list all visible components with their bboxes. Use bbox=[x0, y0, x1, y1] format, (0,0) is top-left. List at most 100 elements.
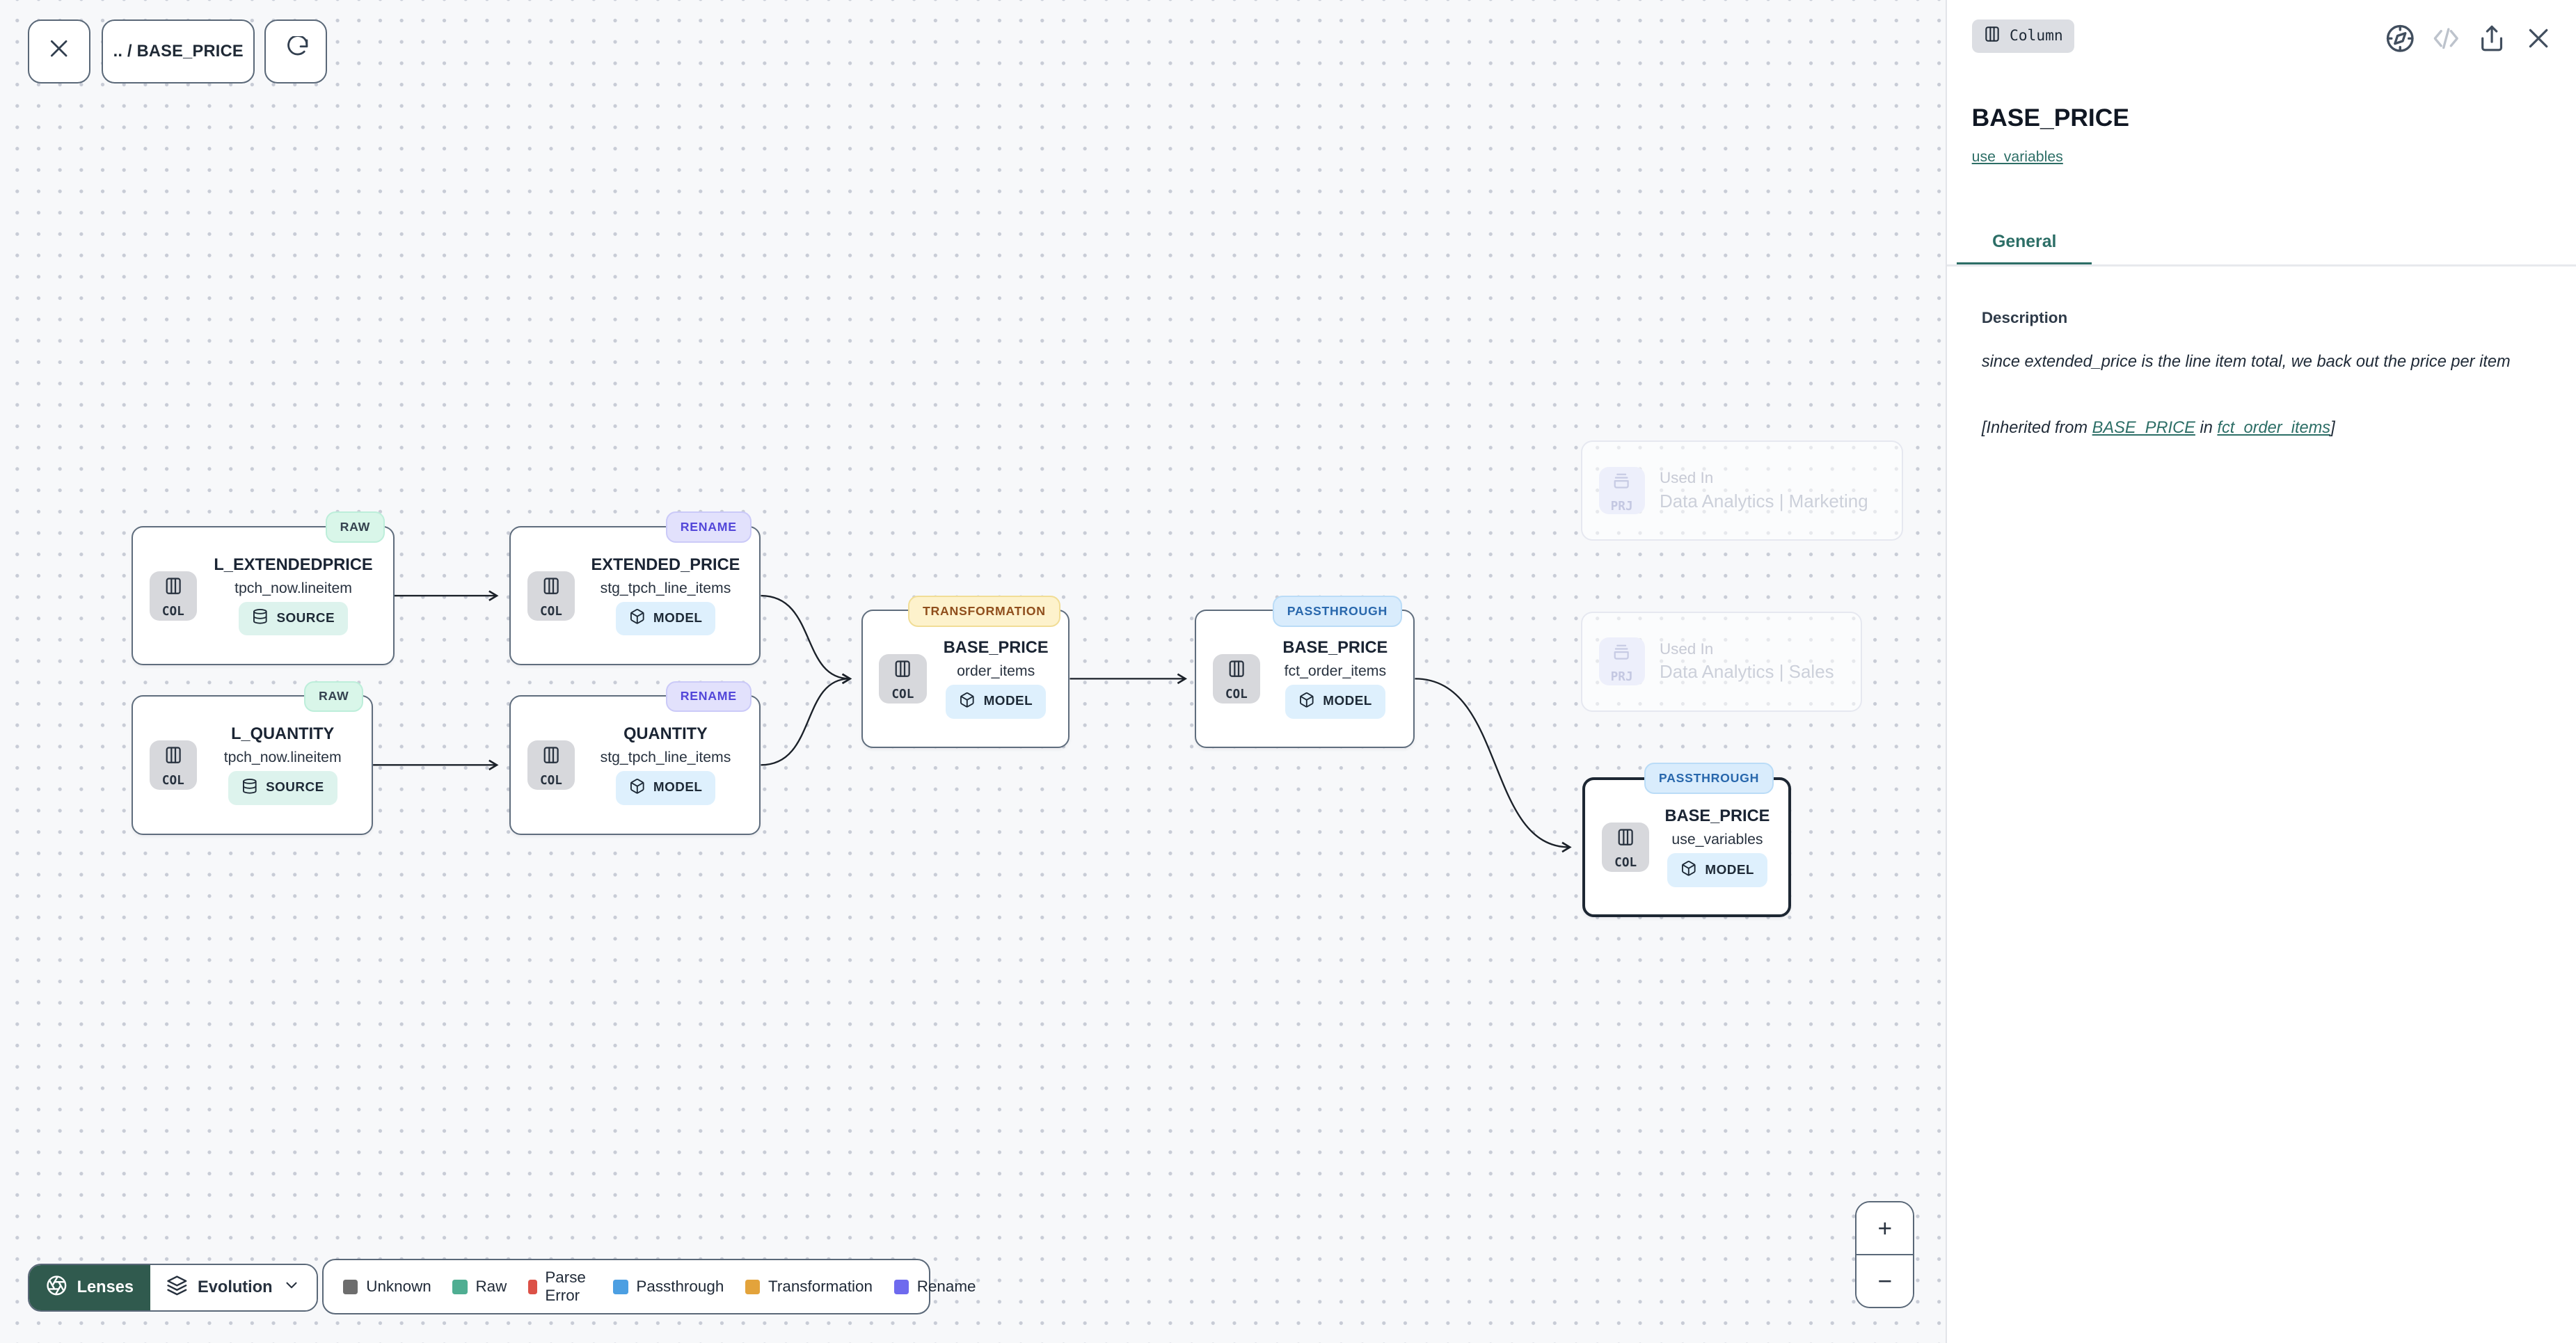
ghost-node-used-in-sales[interactable]: PRJ Used In Data Analytics | Sales bbox=[1580, 611, 1862, 712]
lenses-button[interactable]: Lenses bbox=[29, 1265, 150, 1310]
node-subtitle: tpch_now.lineitem bbox=[223, 749, 342, 766]
type-label: MODEL bbox=[653, 780, 703, 795]
lenses-control: Lenses Evolution bbox=[28, 1264, 319, 1312]
node-title: L_EXTENDEDPRICE bbox=[214, 555, 373, 574]
columns-icon bbox=[541, 742, 561, 772]
type-label: MODEL bbox=[653, 611, 703, 626]
type-badge: MODEL bbox=[615, 771, 716, 805]
tab-general[interactable]: General bbox=[1992, 232, 2057, 252]
refresh-button[interactable] bbox=[264, 19, 327, 84]
model-link[interactable]: use_variables bbox=[1971, 148, 2063, 165]
legend-swatch bbox=[452, 1279, 468, 1294]
column-chip: COL bbox=[527, 571, 575, 621]
status-badge: PASSTHROUGH bbox=[1272, 595, 1402, 627]
node-title: QUANTITY bbox=[623, 725, 708, 744]
legend-label: Rename bbox=[916, 1278, 976, 1296]
columns-icon bbox=[1983, 25, 2001, 47]
description-heading: Description bbox=[1981, 308, 2068, 326]
node-l-quantity[interactable]: RAW COL L_QUANTITY tpch_now.lineitem SOU… bbox=[131, 681, 374, 835]
compass-icon[interactable] bbox=[2385, 23, 2416, 54]
chip-label: COL bbox=[539, 774, 562, 788]
type-badge: MODEL bbox=[615, 601, 716, 636]
node-title: BASE_PRICE bbox=[943, 639, 1049, 658]
cube-icon bbox=[629, 778, 646, 799]
description-body: since extended_price is the line item to… bbox=[1981, 352, 2511, 371]
cube-icon bbox=[959, 692, 976, 713]
panel-tabs: General bbox=[1947, 220, 2576, 267]
status-badge: PASSTHROUGH bbox=[1644, 763, 1774, 795]
node-title: BASE_PRICE bbox=[1282, 639, 1388, 658]
chip-label: PRJ bbox=[1610, 499, 1633, 514]
lineage-canvas[interactable]: .. / BASE_PRICE RAW COL L_EXTENDEDPRICE … bbox=[0, 0, 1946, 1343]
lens-selected-label: Evolution bbox=[198, 1278, 273, 1296]
legend-swatch bbox=[745, 1279, 761, 1294]
legend-item: Rename bbox=[893, 1278, 976, 1296]
legend-item: Transformation bbox=[745, 1278, 873, 1296]
node-l-extendedprice[interactable]: RAW COL L_EXTENDEDPRICE tpch_now.lineite… bbox=[131, 511, 395, 666]
chip-label: COL bbox=[1225, 688, 1248, 702]
columns-icon bbox=[1616, 825, 1635, 855]
panel-title: BASE_PRICE bbox=[1971, 103, 2129, 132]
chip-label: PRJ bbox=[1610, 670, 1633, 685]
inherited-suffix: ] bbox=[2330, 419, 2335, 438]
column-chip: COL bbox=[1212, 653, 1261, 704]
status-badge: RAW bbox=[325, 511, 385, 543]
legend-label: Passthrough bbox=[636, 1278, 724, 1296]
cube-icon bbox=[1680, 860, 1697, 881]
close-lineage-button[interactable] bbox=[28, 19, 90, 84]
legend-swatch bbox=[343, 1279, 358, 1294]
inherited-column-link[interactable]: BASE_PRICE bbox=[2092, 419, 2195, 438]
status-badge: TRANSFORMATION bbox=[908, 595, 1060, 627]
tabs-divider bbox=[1947, 264, 2576, 267]
status-badge: RENAME bbox=[665, 511, 752, 543]
type-label: SOURCE bbox=[276, 611, 335, 626]
project-chip: PRJ bbox=[1598, 637, 1645, 685]
status-badge: RAW bbox=[304, 681, 364, 713]
type-badge: MODEL bbox=[1285, 685, 1385, 719]
columns-icon bbox=[164, 742, 183, 772]
column-chip: COL bbox=[149, 571, 198, 621]
layers-icon bbox=[166, 1275, 188, 1301]
legend-item: Parse Error bbox=[528, 1269, 592, 1305]
node-title: BASE_PRICE bbox=[1664, 807, 1770, 826]
legend-item: Passthrough bbox=[613, 1278, 724, 1296]
zoom-out-button[interactable]: − bbox=[1857, 1255, 1914, 1307]
inherited-model-link[interactable]: fct_order_items bbox=[2217, 419, 2331, 438]
legend-swatch bbox=[613, 1279, 628, 1294]
column-chip: COL bbox=[149, 740, 198, 790]
entity-type-badge: Column bbox=[1971, 19, 2075, 53]
columns-icon bbox=[541, 573, 561, 603]
ghost-node-used-in-marketing[interactable]: PRJ Used In Data Analytics | Marketing bbox=[1580, 440, 1903, 541]
node-subtitle: order_items bbox=[957, 662, 1035, 680]
type-label: MODEL bbox=[1705, 862, 1754, 877]
type-badge: SOURCE bbox=[239, 601, 348, 636]
share-icon[interactable] bbox=[2476, 23, 2508, 54]
refresh-icon bbox=[283, 36, 308, 67]
database-icon bbox=[241, 778, 258, 799]
close-panel-icon[interactable] bbox=[2522, 23, 2554, 54]
chip-label: COL bbox=[1614, 856, 1637, 871]
lens-selector[interactable]: Evolution bbox=[150, 1265, 317, 1310]
lenses-label: Lenses bbox=[77, 1278, 134, 1296]
tray-icon bbox=[1612, 639, 1631, 669]
zoom-control: + − bbox=[1855, 1201, 1915, 1308]
node-quantity[interactable]: RENAME COL QUANTITY stg_tpch_line_items … bbox=[509, 681, 761, 835]
chip-label: COL bbox=[539, 604, 562, 619]
column-chip: COL bbox=[527, 740, 575, 790]
cube-icon bbox=[1298, 692, 1315, 713]
node-base-price-fct-order-items[interactable]: PASSTHROUGH COL BASE_PRICE fct_order_ite… bbox=[1194, 595, 1415, 748]
inherited-prefix: [Inherited from bbox=[1981, 419, 2092, 438]
code-icon[interactable] bbox=[2431, 23, 2462, 54]
node-extended-price[interactable]: RENAME COL EXTENDED_PRICE stg_tpch_line_… bbox=[509, 511, 761, 666]
node-base-price-order-items[interactable]: TRANSFORMATION COL BASE_PRICE order_item… bbox=[861, 595, 1070, 748]
node-subtitle: stg_tpch_line_items bbox=[600, 749, 731, 766]
lens-legend: Unknown Raw Parse Error Passthrough Tran… bbox=[321, 1259, 976, 1315]
node-subtitle: stg_tpch_line_items bbox=[600, 579, 731, 596]
zoom-in-button[interactable]: + bbox=[1857, 1202, 1914, 1256]
type-badge: SOURCE bbox=[228, 771, 337, 805]
breadcrumb[interactable]: .. / BASE_PRICE bbox=[102, 19, 255, 84]
node-base-price-use-variables[interactable]: PASSTHROUGH COL BASE_PRICE use_variables… bbox=[1582, 763, 1792, 917]
tray-icon bbox=[1612, 468, 1631, 498]
panel-header-actions bbox=[2385, 23, 2554, 54]
legend-label: Parse Error bbox=[545, 1269, 586, 1305]
